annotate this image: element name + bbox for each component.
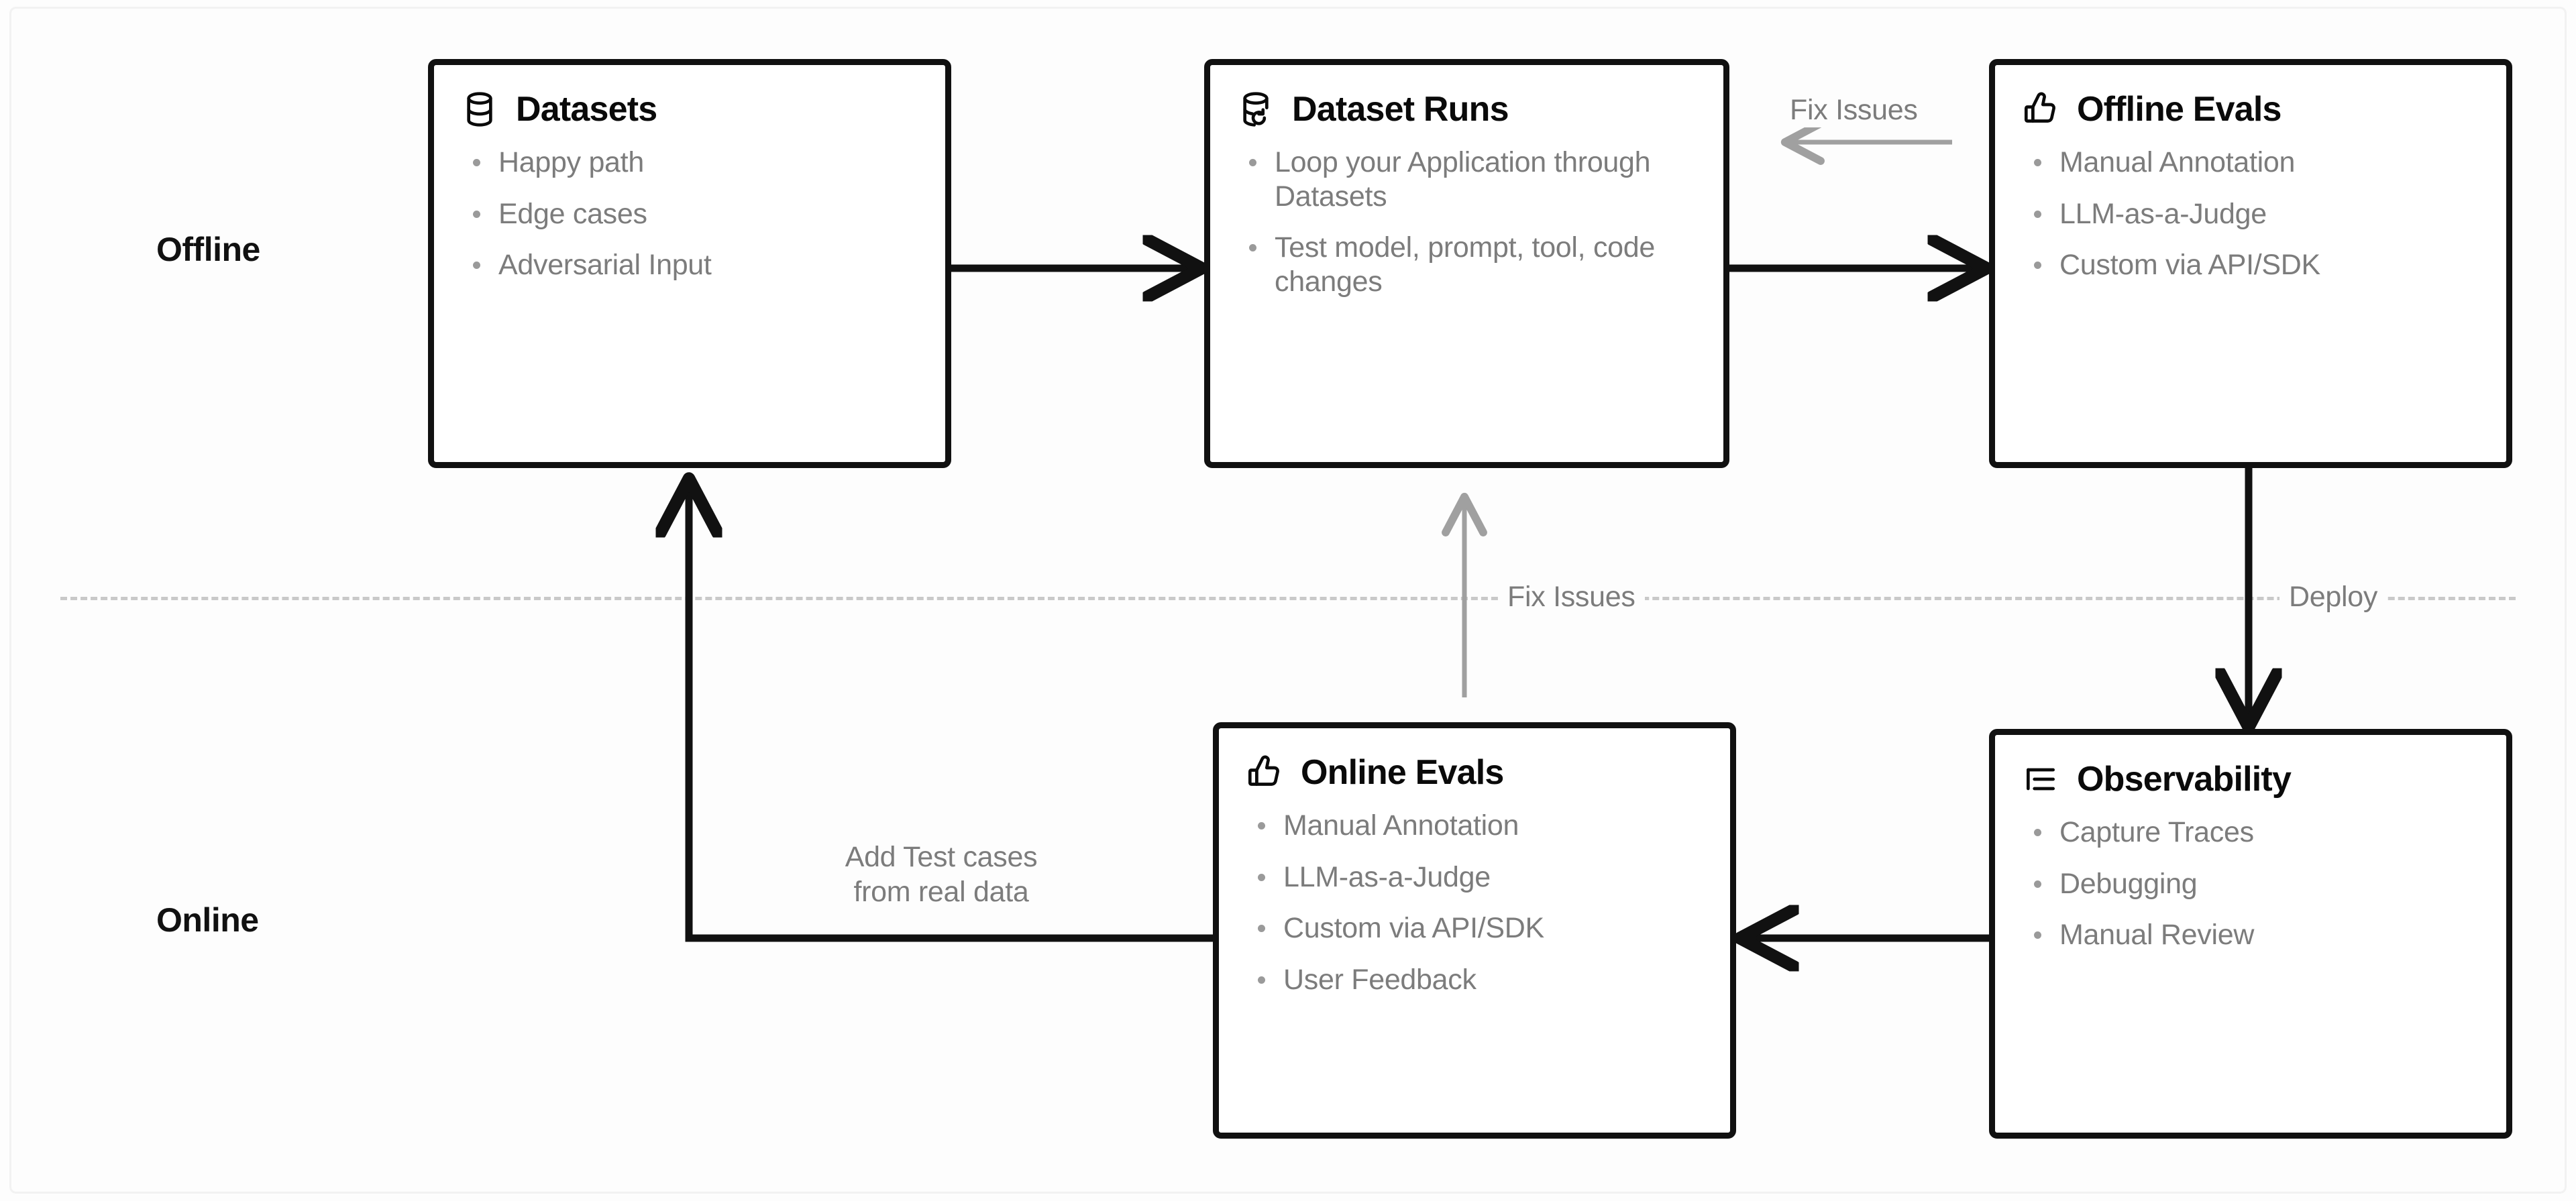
node-datasets-list: Happy path Edge cases Adversarial Input [461,146,918,282]
list-item: Happy path [469,146,918,180]
node-observability[interactable]: Observability Capture Traces Debugging M… [1989,729,2512,1139]
edge-label-add-test-cases-line2: from real data [853,876,1029,909]
list-item: Test model, prompt, tool, code changes [1245,231,1683,298]
phase-label-online: Online [156,901,259,939]
edge-label-fix-issues-top: Fix Issues [1780,93,1927,128]
node-online-evals[interactable]: Online Evals Manual Annotation LLM-as-a-… [1213,722,1736,1139]
edge-label-fix-issues-middle: Fix Issues [1498,579,1645,615]
list-item: LLM-as-a-Judge [1254,860,1703,895]
list-item: Adversarial Input [469,248,918,282]
list-item: User Feedback [1254,963,1703,997]
edge-label-add-test-cases: Add Test cases from real data [811,840,1071,910]
node-observability-header: Observability [2022,760,2479,798]
list-item: Edge cases [469,197,918,231]
list-tree-icon [2022,760,2059,798]
node-observability-title: Observability [2077,760,2292,799]
node-online-evals-header: Online Evals [1246,754,1703,791]
node-online-evals-list: Manual Annotation LLM-as-a-Judge Custom … [1246,809,1703,997]
list-item: Manual Annotation [1254,809,1703,843]
thumbs-up-icon [2022,91,2059,128]
node-datasets-title: Datasets [516,90,657,129]
list-item: Manual Annotation [2030,146,2479,180]
list-item: Custom via API/SDK [1254,911,1703,946]
node-offline-evals-title: Offline Evals [2077,90,2282,129]
node-observability-list: Capture Traces Debugging Manual Review [2022,815,2479,952]
node-datasets-header: Datasets [461,91,918,128]
database-refresh-icon [1237,91,1275,128]
list-item: Capture Traces [2030,815,2479,850]
list-item: Custom via API/SDK [2030,248,2479,282]
list-item: Loop your Application through Datasets [1245,146,1683,213]
list-item: LLM-as-a-Judge [2030,197,2479,231]
node-dataset-runs[interactable]: Dataset Runs Loop your Application throu… [1204,59,1729,468]
list-item: Manual Review [2030,918,2479,952]
database-icon [461,91,498,128]
node-offline-evals-header: Offline Evals [2022,91,2479,128]
node-dataset-runs-list: Loop your Application through Datasets T… [1237,146,1697,299]
node-dataset-runs-title: Dataset Runs [1292,90,1509,129]
phase-label-offline: Offline [156,231,260,268]
node-datasets[interactable]: Datasets Happy path Edge cases Adversari… [428,59,951,468]
thumbs-up-icon [1246,754,1283,791]
edge-label-deploy: Deploy [2279,579,2387,615]
node-offline-evals-list: Manual Annotation LLM-as-a-Judge Custom … [2022,146,2479,282]
node-dataset-runs-header: Dataset Runs [1237,91,1697,128]
node-offline-evals[interactable]: Offline Evals Manual Annotation LLM-as-a… [1989,59,2512,468]
phase-divider-line [60,597,2516,600]
edge-label-add-test-cases-line1: Add Test cases [845,841,1038,873]
node-online-evals-title: Online Evals [1301,753,1504,792]
list-item: Debugging [2030,867,2479,901]
